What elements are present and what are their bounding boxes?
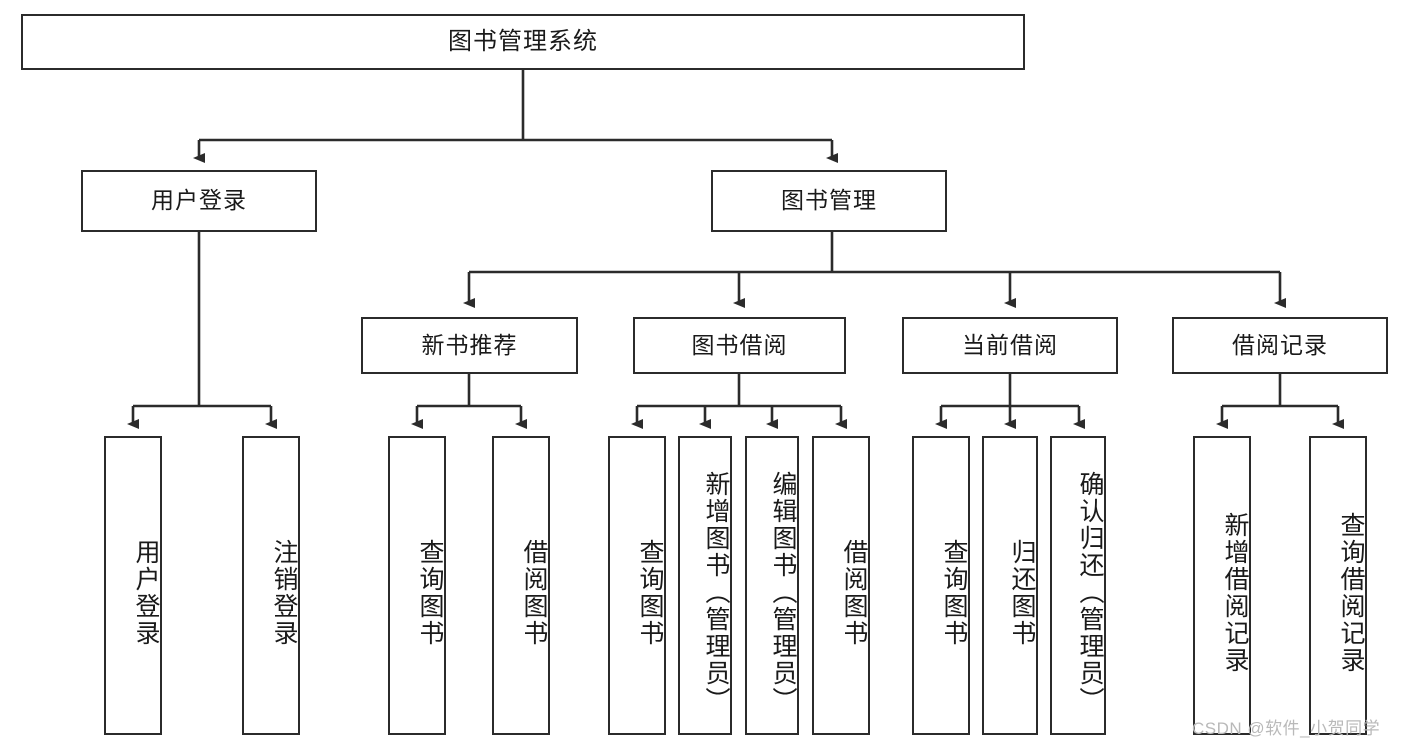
- leaf-new-book-borrow[interactable]: 借阅图书: [492, 436, 550, 735]
- leaf-borrow-query-book[interactable]: 查询图书: [608, 436, 666, 735]
- node-current-borrow[interactable]: 当前借阅: [902, 317, 1118, 374]
- node-user-login[interactable]: 用户登录: [81, 170, 317, 232]
- leaf-current-query-book[interactable]: 查询图书: [912, 436, 970, 735]
- leaf-current-return-book[interactable]: 归还图书: [982, 436, 1038, 735]
- node-new-book-recommend[interactable]: 新书推荐: [361, 317, 578, 374]
- leaf-borrow-borrow-book[interactable]: 借阅图书: [812, 436, 870, 735]
- node-root-system[interactable]: 图书管理系统: [21, 14, 1025, 70]
- node-borrow-records[interactable]: 借阅记录: [1172, 317, 1388, 374]
- leaf-current-confirm-return-admin[interactable]: 确认归还（管理员）: [1050, 436, 1106, 735]
- leaf-borrow-edit-book-admin[interactable]: 编辑图书（管理员）: [745, 436, 799, 735]
- leaf-borrow-add-book-admin[interactable]: 新增图书（管理员）: [678, 436, 732, 735]
- leaf-user-login-logout[interactable]: 注销登录: [242, 436, 300, 735]
- leaf-new-book-query[interactable]: 查询图书: [388, 436, 446, 735]
- node-book-management[interactable]: 图书管理: [711, 170, 947, 232]
- leaf-records-add-record[interactable]: 新增借阅记录: [1193, 436, 1251, 735]
- node-book-borrow[interactable]: 图书借阅: [633, 317, 846, 374]
- leaf-user-login-signin[interactable]: 用户登录: [104, 436, 162, 735]
- leaf-records-query-record[interactable]: 查询借阅记录: [1309, 436, 1367, 735]
